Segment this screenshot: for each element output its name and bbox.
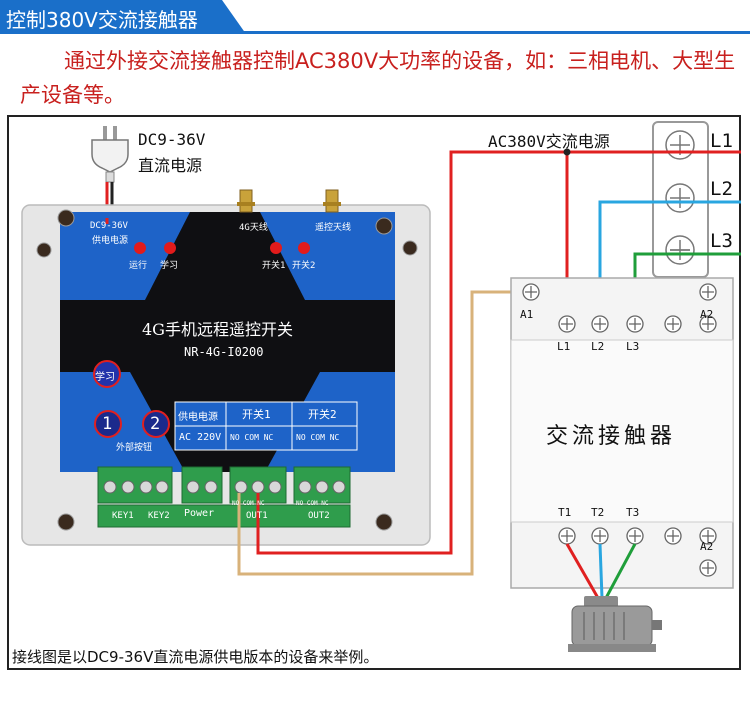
- table-head-sw1: 开关1: [242, 408, 271, 421]
- table-head-supply: 供电电源: [178, 412, 218, 423]
- device-label-4g: 4G天线: [239, 223, 268, 233]
- terminal-out2: OUT2: [308, 511, 330, 521]
- header-bar: [0, 0, 750, 34]
- terminal-key1: KEY1: [112, 511, 134, 521]
- contactor-a2-bottom: A2: [700, 540, 714, 553]
- screw-terminal-icon: [97, 466, 351, 528]
- device-title: 4G手机远程遥控开关: [142, 320, 293, 339]
- phase-l3-label: L3: [710, 230, 733, 252]
- contactor-t2: T2: [591, 506, 605, 519]
- device-model: NR-4G-I0200: [184, 345, 264, 359]
- plug-icon: [91, 126, 129, 183]
- ext-buttons-label: 外部按钮: [116, 443, 153, 453]
- header-title: 控制380V交流接触器: [6, 8, 198, 32]
- contactor-t1: T1: [558, 506, 572, 519]
- contactor-a2-top: A2: [700, 308, 714, 321]
- led-run-label: 运行: [129, 261, 148, 271]
- terminal-out2-sub: NO COM NC: [296, 500, 329, 507]
- device-label-supply: 供电电源: [92, 236, 129, 246]
- motor-icon: [568, 596, 662, 652]
- learn-button[interactable]: 学习: [95, 372, 115, 383]
- power-label-supply: 直流电源: [138, 156, 203, 175]
- intro-text: 通过外接交流接触器控制AC380V大功率的设备，如：三相电机、大型生产设备等。: [20, 49, 736, 107]
- remote-switch-device: [21, 189, 431, 546]
- led-learn-label: 学习: [160, 261, 179, 271]
- ext-button-1[interactable]: 1: [102, 414, 113, 434]
- table-head-sw2: 开关2: [308, 408, 337, 421]
- phase-l2-label: L2: [710, 178, 733, 200]
- antenna-icon: [237, 189, 341, 213]
- device-label-rc: 遥控天线: [315, 223, 352, 233]
- table-row-sw1: NO COM NC: [230, 433, 274, 442]
- ac-contactor: [510, 277, 734, 589]
- ext-button-2[interactable]: 2: [150, 414, 161, 434]
- terminal-power: Power: [184, 508, 215, 519]
- diagram-frame: [7, 115, 741, 670]
- contactor-name: 交流接触器: [546, 424, 677, 449]
- diagram-caption: 接线图是以DC9-36V直流电源供电版本的设备来举例。: [12, 648, 379, 666]
- contactor-t3: T3: [626, 506, 640, 519]
- contactor-l3: L3: [626, 340, 640, 353]
- terminal-out1: OUT1: [246, 511, 268, 521]
- power-label-dc: DC9-36V: [138, 130, 206, 149]
- terminal-out1-sub: NO COM NC: [232, 500, 265, 507]
- led-sw1-label: 开关1: [262, 261, 286, 271]
- phase-l1-label: L1: [710, 130, 733, 152]
- contactor-l1: L1: [557, 340, 571, 353]
- device-label-dc: DC9-36V: [90, 221, 128, 231]
- table-row-sw2: NO COM NC: [296, 433, 340, 442]
- led-sw2-label: 开关2: [292, 261, 316, 271]
- contactor-a1: A1: [520, 308, 534, 321]
- terminal-key2: KEY2: [148, 511, 170, 521]
- contactor-l2: L2: [591, 340, 605, 353]
- ac-source-label: AC380V交流电源: [488, 132, 610, 151]
- table-row-supply: AC 220V: [179, 432, 222, 443]
